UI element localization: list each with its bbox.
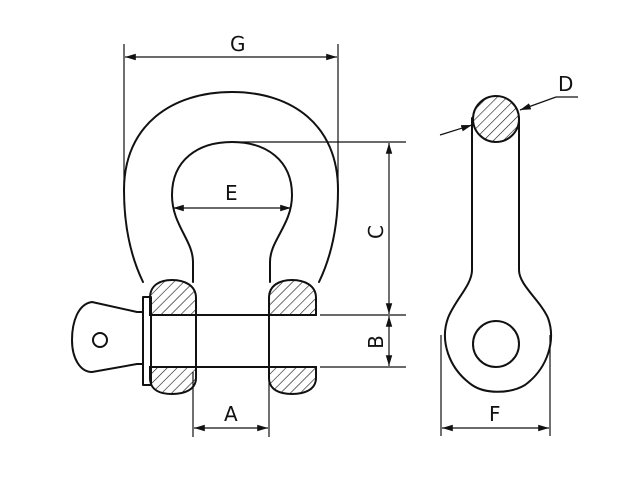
- side-view: D F: [439, 72, 578, 436]
- b-label: B: [364, 335, 388, 349]
- leg-section-right-bottom: [268, 366, 317, 396]
- leg-section-right-top: [268, 278, 317, 316]
- bow-outer: [123, 91, 339, 283]
- wire-section-d: [472, 95, 520, 143]
- a-label: A: [224, 402, 238, 426]
- bow-inner: [171, 141, 293, 283]
- d-label: D: [558, 72, 573, 96]
- side-eye-hole: [472, 320, 520, 368]
- pin-hole: [92, 332, 108, 348]
- c-label: C: [364, 225, 388, 239]
- pin-collar: [142, 296, 152, 386]
- d-arrow-left: [439, 124, 473, 136]
- d-arrow-right: [519, 96, 557, 111]
- e-label: E: [225, 181, 238, 205]
- leg-section-left-top: [149, 278, 197, 316]
- f-label: F: [489, 402, 501, 426]
- pin-head-eye: [71, 301, 144, 373]
- front-view: G E C B A: [71, 32, 406, 437]
- side-profile: [444, 117, 552, 393]
- leg-section-left-bottom: [149, 366, 197, 396]
- g-label: G: [230, 32, 246, 56]
